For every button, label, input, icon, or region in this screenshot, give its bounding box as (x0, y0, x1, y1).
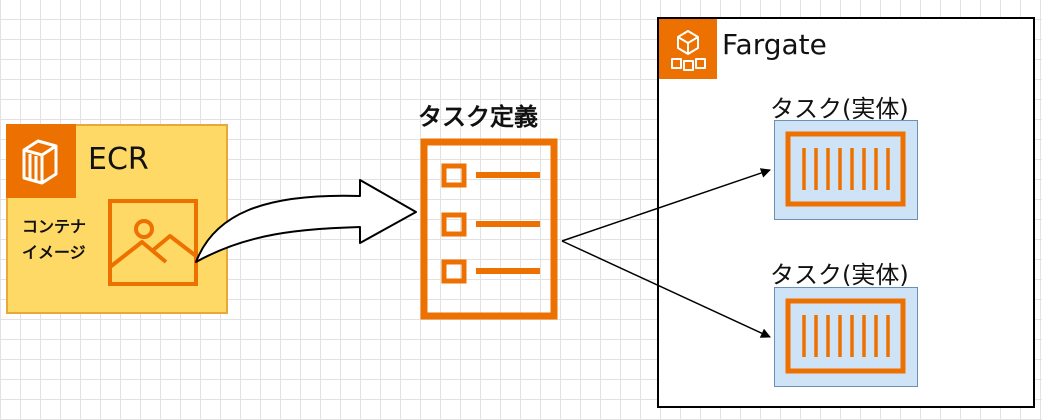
task-2-label: タスク(実体) (770, 261, 909, 289)
fargate-icon (659, 19, 717, 79)
container-icon (785, 298, 906, 374)
task-1-label: タスク(実体) (770, 95, 909, 123)
taskdef-to-task-2-edge (561, 240, 771, 338)
image-to-taskdef-arrow (195, 179, 417, 263)
taskdef-to-task-1-edge (561, 168, 771, 242)
fargate-label: Fargate (722, 28, 827, 61)
ecr-icon (6, 124, 76, 198)
task-1-node (774, 120, 918, 220)
ecr-label: ECR (88, 142, 149, 177)
image-icon (108, 199, 198, 286)
container-image-label: コンテナ イメージ (22, 217, 87, 262)
task-definition-icon (420, 138, 558, 320)
task-2-node (774, 287, 918, 387)
container-icon (785, 131, 906, 207)
task-definition-label: タスク定義 (418, 103, 538, 131)
